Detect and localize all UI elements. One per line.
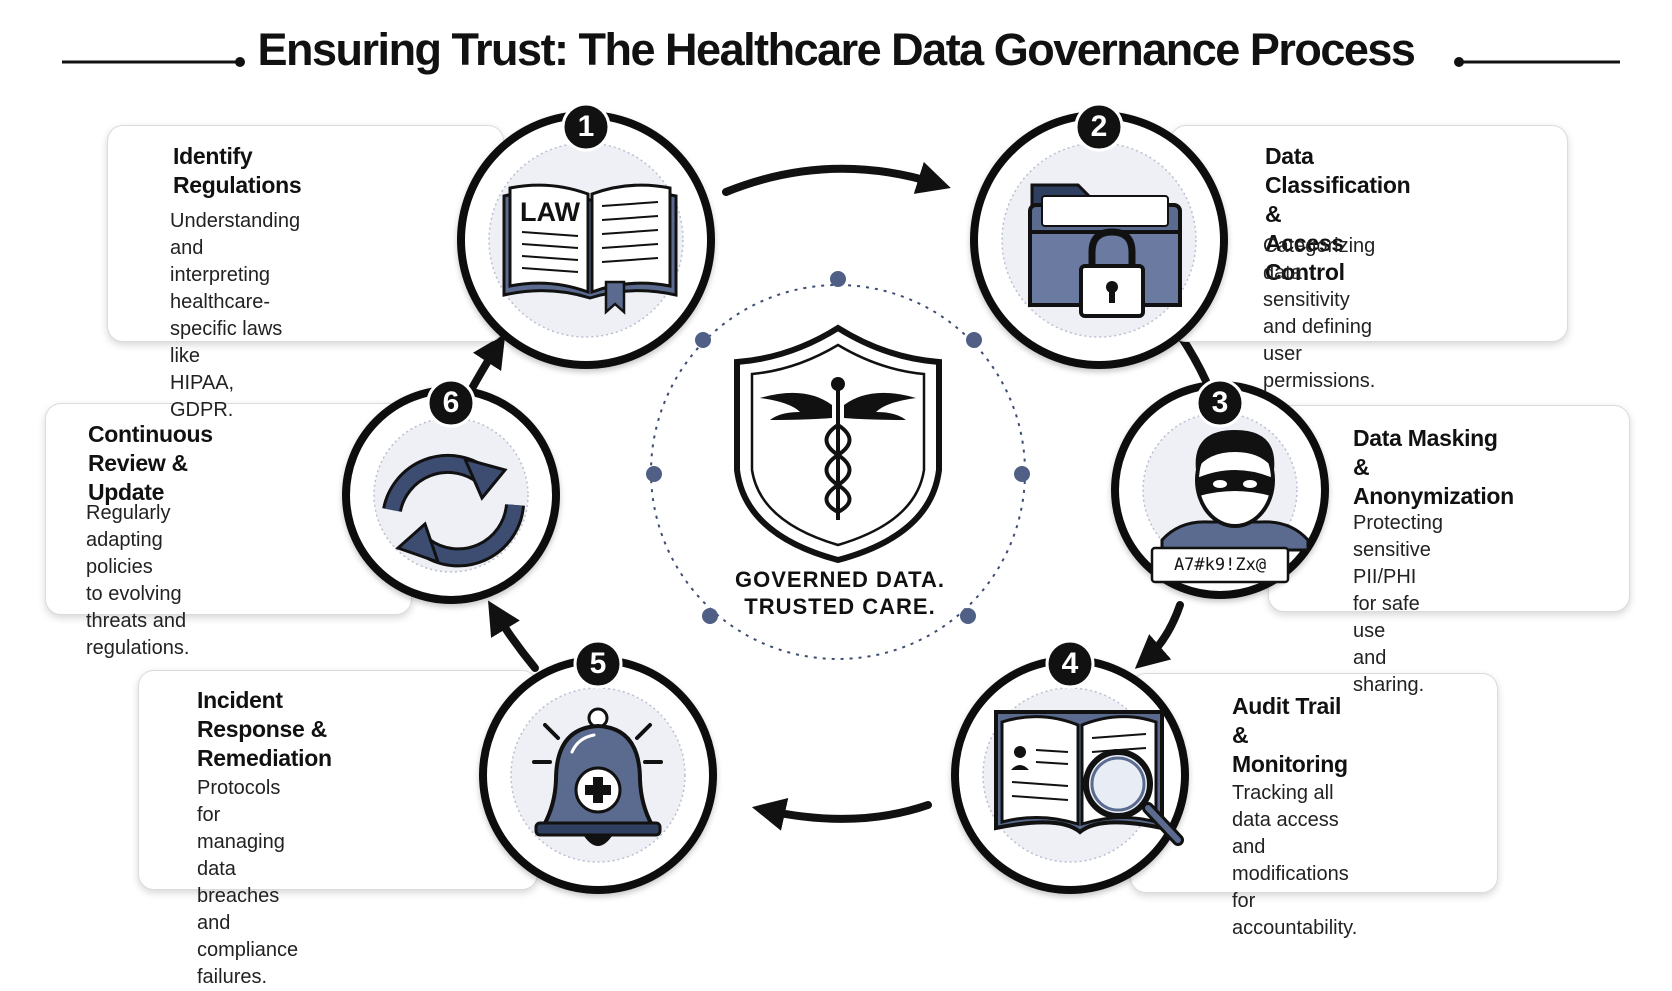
arrow-1-to-2	[722, 161, 951, 196]
step-6-title: Continuous Review & Update	[88, 421, 213, 505]
step-2-number: 2	[1090, 110, 1108, 143]
step-4-description: Tracking all data access and modificatio…	[1232, 782, 1358, 939]
arrow-6-to-1	[466, 333, 506, 396]
page-title: Ensuring Trust: The Healthcare Data Gove…	[257, 24, 1416, 75]
title-divider-right	[1454, 57, 1620, 67]
step-card-4	[1130, 673, 1498, 893]
step-6-description: Regularly adapting policies to evolving …	[86, 502, 190, 659]
step-card-1	[107, 125, 504, 342]
step-3-description: Protecting sensitive PII/PHI for safe us…	[1353, 512, 1444, 696]
infographic: Ensuring Trust: The Healthcare Data Gove…	[45, 24, 1630, 988]
law-book-label: LAW	[520, 197, 580, 227]
step-1-description: Understanding and interpreting healthcar…	[170, 210, 301, 421]
arrow-5-to-6	[488, 600, 539, 672]
step-1-title: Identify Regulations	[173, 143, 302, 198]
step-3-title: Data Masking & Anonymization	[1353, 425, 1514, 509]
step-5-number: 5	[589, 647, 607, 680]
step-card-2	[1170, 125, 1568, 342]
step-5-title: Incident Response & Remediation	[197, 687, 332, 771]
caduceus-shield-icon	[734, 324, 942, 564]
step-3-number: 3	[1211, 386, 1229, 419]
arrow-3-to-4	[1134, 601, 1184, 669]
step-4-title: Audit Trail & Monitoring	[1232, 693, 1348, 777]
title-divider-left	[62, 57, 245, 67]
step-2-title: Data Classification & Access Control	[1265, 143, 1411, 285]
step-1-number: 1	[577, 110, 595, 143]
step-6-number: 6	[442, 386, 460, 419]
step-5-description: Protocols for managing data breaches and…	[197, 777, 299, 988]
step-4-number: 4	[1061, 647, 1079, 680]
center-tagline-line1: GOVERNED DATA.	[735, 567, 945, 592]
step-2-description: Categorizing data sensitivity and defini…	[1263, 235, 1376, 392]
masked-code-label: A7#k9!Zx@	[1173, 555, 1267, 575]
arrow-4-to-5	[751, 797, 932, 831]
step-card-5	[138, 670, 538, 890]
center-tagline-line2: TRUSTED CARE.	[744, 594, 936, 619]
